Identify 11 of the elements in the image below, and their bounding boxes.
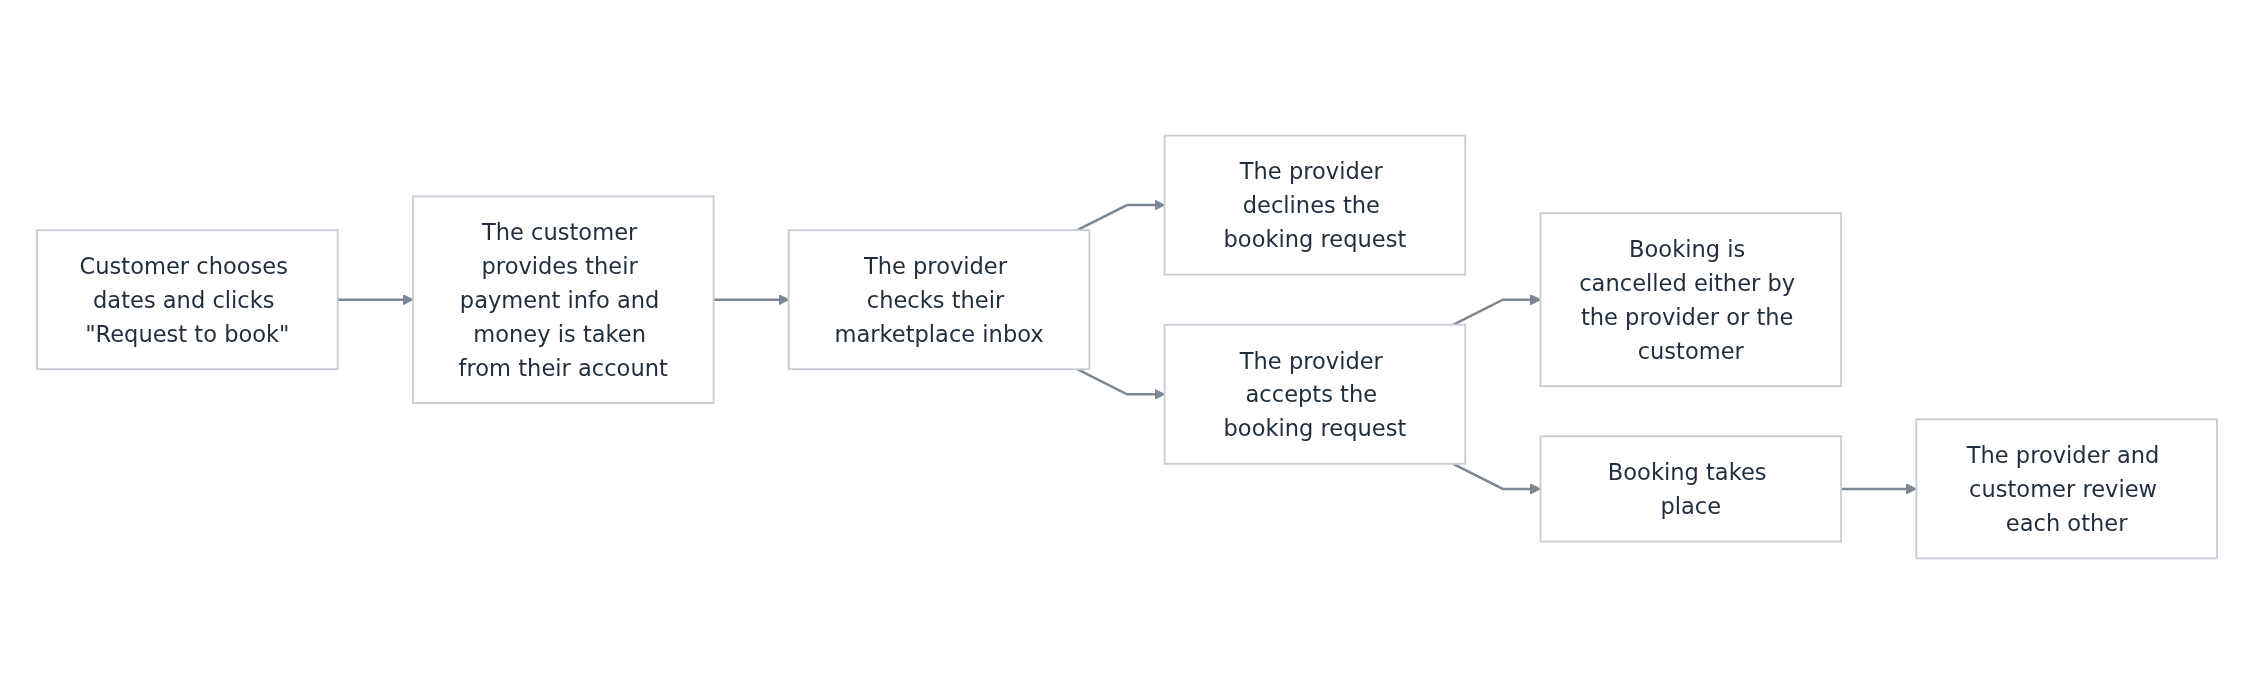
node-box: The customer provides their payment info and money is taken from their account xyxy=(411,195,715,404)
arrow xyxy=(1452,462,1541,495)
node-box: The provider and customer review each other xyxy=(1915,418,2218,560)
node-box: The provider accepts the booking request xyxy=(1163,323,1467,465)
arrow xyxy=(1452,294,1541,326)
node-box: Booking is cancelled either by the provider or the customer xyxy=(1539,212,1843,388)
node-box: Booking takes place xyxy=(1539,435,1843,543)
arrow xyxy=(1841,483,1917,495)
node-box: Customer chooses dates and clicks "Request to book" xyxy=(36,229,339,371)
node-box: The provider declines the booking request xyxy=(1163,134,1467,276)
node-box: The provider checks their marketplace inbox xyxy=(787,229,1091,371)
